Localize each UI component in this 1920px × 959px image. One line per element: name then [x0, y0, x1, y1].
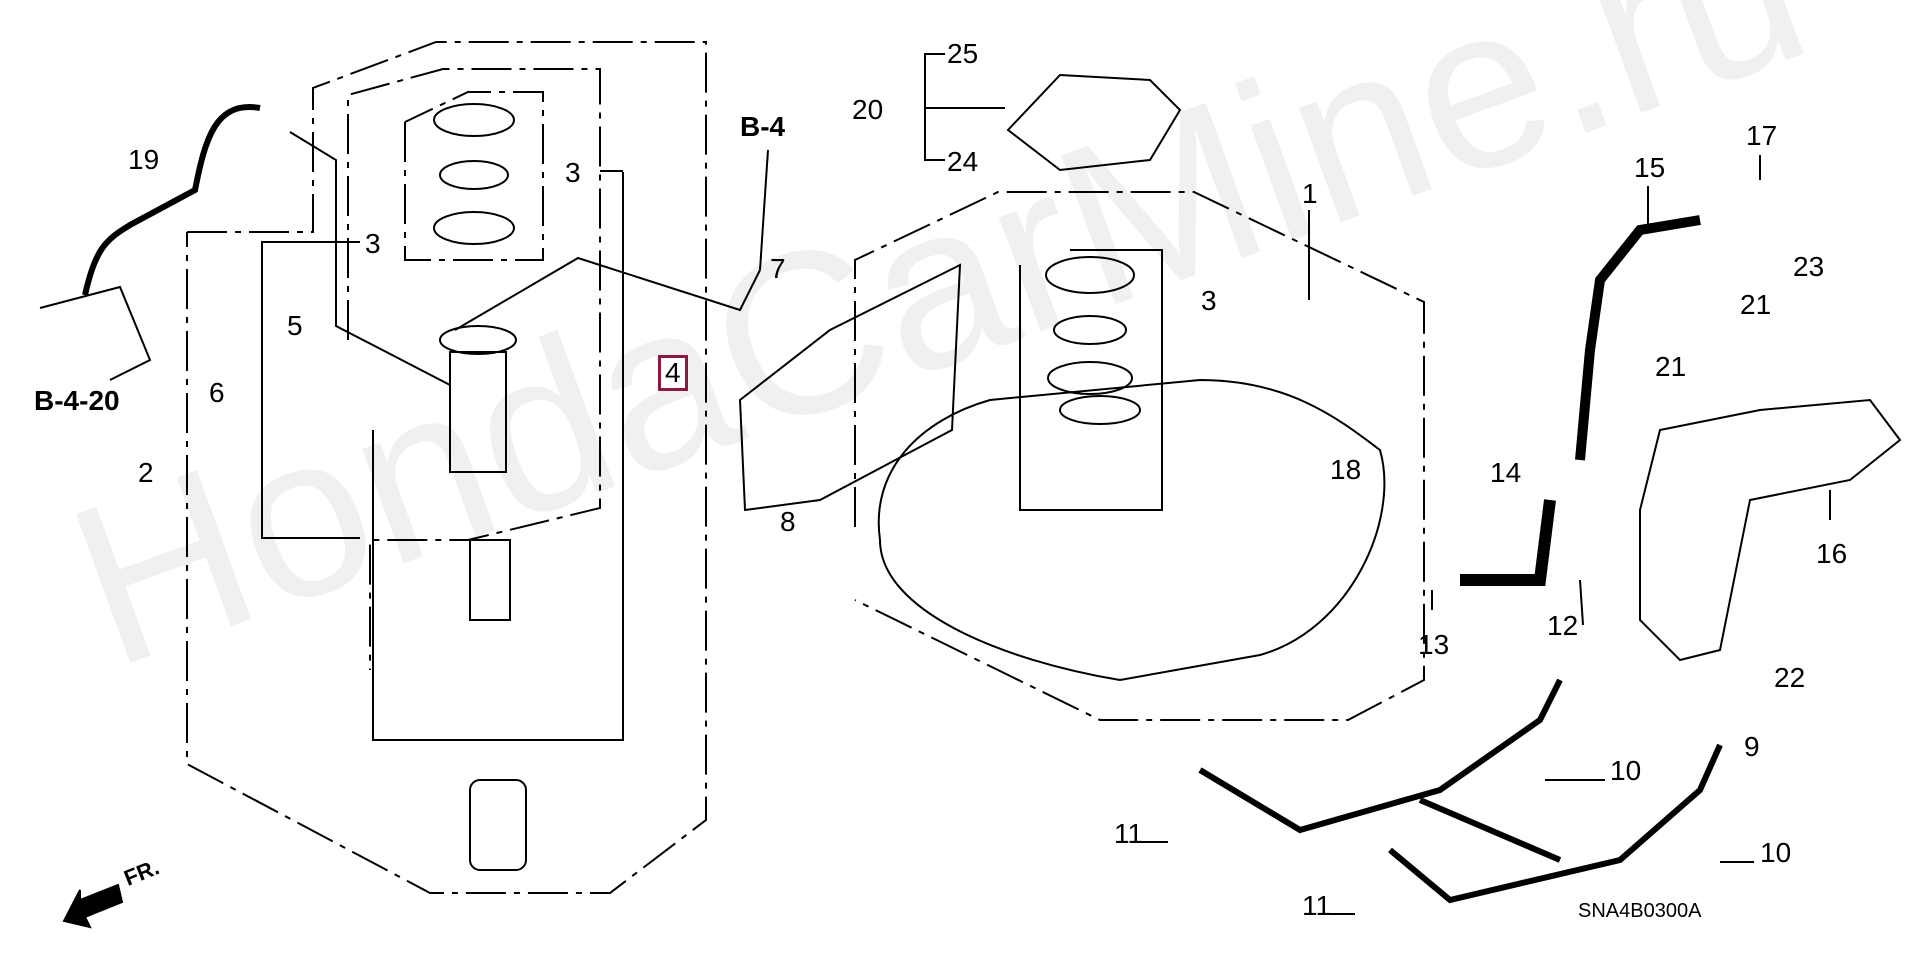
callout-1: 1 [1302, 178, 1318, 209]
reference-b-4-20[interactable]: B-4-20 [34, 385, 120, 416]
fuel-pump-module-drawing [439, 325, 527, 871]
callout-11-left: 11 [1114, 818, 1144, 849]
callout-12: 12 [1547, 610, 1579, 641]
callout-25: 25 [947, 38, 979, 69]
callout-3-upper: 3 [565, 157, 581, 188]
callout-3-right: 3 [1201, 285, 1217, 316]
callout-9: 9 [1744, 731, 1760, 762]
callout-11-lower: 11 [1302, 890, 1332, 921]
callout-10-upper: 10 [1610, 755, 1642, 786]
ring-set-upper-drawing [433, 103, 515, 245]
callout-14: 14 [1490, 457, 1522, 488]
group-boundary-6 [261, 241, 360, 539]
callout-7: 7 [770, 253, 786, 284]
heat-shield-8-drawing [738, 263, 962, 512]
shield-16-drawing [1639, 398, 1902, 662]
callout-15: 15 [1634, 152, 1666, 183]
callout-21-upper: 21 [1740, 289, 1772, 320]
group-boundary-2 [186, 41, 707, 894]
callout-10-lower: 10 [1760, 837, 1792, 868]
callout-4-highlighted[interactable]: 4 [658, 355, 688, 391]
callout-2: 2 [138, 457, 154, 488]
group-box-3-upper [404, 91, 544, 261]
filler-pipe-15-drawing [1575, 215, 1701, 461]
ring-set-right-drawing [1045, 256, 1135, 395]
access-cover-20-drawing [1006, 73, 1182, 172]
fuel-tank-drawing [877, 378, 1386, 682]
callout-23: 23 [1793, 251, 1825, 282]
callout-13: 13 [1418, 629, 1450, 660]
callout-18: 18 [1330, 454, 1362, 485]
diagram-code: SNA4B0300A [1578, 900, 1702, 922]
callout-20: 20 [852, 94, 884, 125]
callout-8: 8 [780, 506, 796, 537]
callout-24: 24 [947, 146, 979, 177]
callout-21-lower: 21 [1655, 351, 1687, 382]
callout-16: 16 [1816, 538, 1848, 569]
callout-5: 5 [287, 310, 303, 341]
group-box-3-right [1019, 249, 1163, 511]
callout-17: 17 [1746, 120, 1778, 151]
callout-6: 6 [209, 377, 225, 408]
filler-hose-12-drawing [1460, 499, 1556, 586]
reference-b-4[interactable]: B-4 [740, 111, 786, 142]
group-boundary-4 [372, 172, 624, 741]
callout-19: 19 [128, 144, 160, 175]
tank-strap-9-drawing [1198, 678, 1563, 834]
group-boundary-1 [854, 191, 1425, 721]
callout-22: 22 [1774, 662, 1806, 693]
group-boundary-5 [347, 68, 601, 670]
leader-b4 [454, 256, 761, 331]
front-arrow-icon [62, 883, 124, 929]
hose-19-drawing [82, 103, 261, 296]
callout-3-left: 3 [365, 228, 381, 259]
